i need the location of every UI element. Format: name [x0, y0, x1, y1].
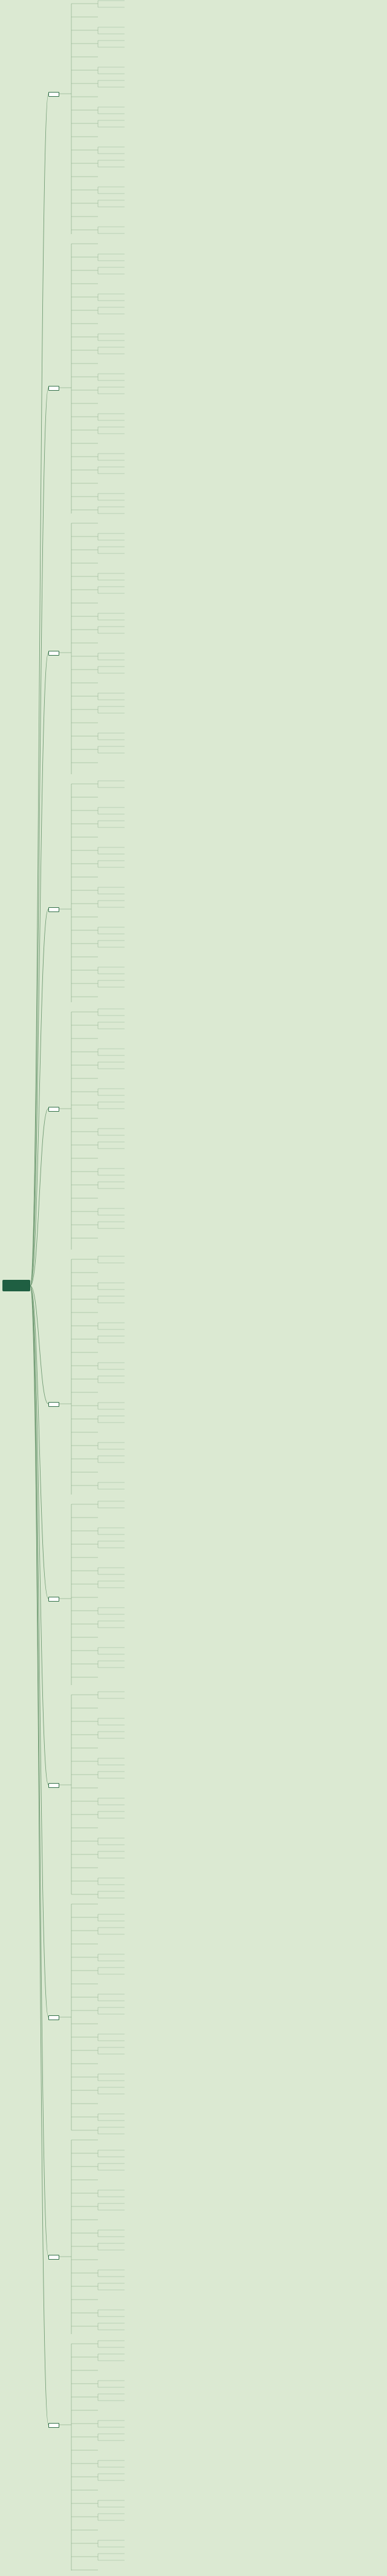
- branch-connector: [30, 1285, 49, 1599]
- branch-connector: [30, 908, 49, 1286]
- branch-node[interactable]: [48, 386, 59, 391]
- branch-connector: [30, 93, 49, 1286]
- branch-node[interactable]: [48, 2255, 59, 2260]
- branch-connector: [30, 1285, 49, 2425]
- branch-connector: [30, 1108, 49, 1286]
- branch-connector: [30, 1285, 49, 2257]
- branch-node[interactable]: [48, 1783, 59, 1788]
- branch-connector: [30, 652, 49, 1286]
- branch-node[interactable]: [48, 2423, 59, 2428]
- branch-node[interactable]: [48, 907, 59, 912]
- branch-node[interactable]: [48, 2015, 59, 2020]
- branch-connector: [30, 1285, 49, 2018]
- branch-connector: [30, 1285, 49, 1404]
- branch-node[interactable]: [48, 1402, 59, 1407]
- branch-node[interactable]: [48, 1597, 59, 1602]
- branch-connector: [30, 1285, 49, 1785]
- branch-node[interactable]: [48, 1107, 59, 1112]
- branch-connector: [30, 387, 49, 1286]
- branch-node[interactable]: [48, 651, 59, 656]
- branch-node[interactable]: [48, 92, 59, 97]
- mindmap-root-node[interactable]: [2, 1280, 30, 1291]
